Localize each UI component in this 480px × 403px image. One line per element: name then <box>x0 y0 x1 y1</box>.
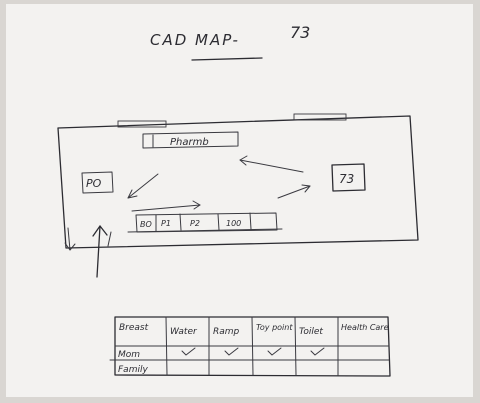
title-underline <box>191 57 263 61</box>
room-73-box <box>331 163 366 192</box>
arrow-along-counter-head <box>192 200 201 210</box>
arrow-exit-down <box>67 227 71 251</box>
counter-cell-1: BO <box>140 220 152 229</box>
map-boundary <box>57 115 419 249</box>
checkmark <box>181 347 196 356</box>
arrow-to-room <box>277 185 311 199</box>
arrow-entry-up-head <box>92 225 108 237</box>
counter-cell-3: P2 <box>190 219 200 228</box>
arrow-to-room-head <box>301 184 311 193</box>
table-header-6: Health Care <box>341 323 389 332</box>
checkmark <box>310 347 325 356</box>
table-row-label-2: Family <box>118 365 148 375</box>
arrow-entry-up <box>96 225 101 278</box>
room-73-label: 73 <box>339 172 354 186</box>
arrow-exit-down-head <box>64 242 76 251</box>
checkmark <box>224 347 239 356</box>
table-checkmarks <box>181 347 325 356</box>
table-header-2: Water <box>170 327 198 337</box>
counter-cell-2: P1 <box>161 219 171 228</box>
counter-cell-4: 100 <box>226 219 241 228</box>
arrow-along-counter <box>131 204 201 212</box>
arrow-entry-tick <box>107 231 112 247</box>
pharmacy-block <box>142 131 239 149</box>
table-header-3: Ramp <box>213 327 240 337</box>
table-border <box>114 316 391 377</box>
arrow-to-po <box>127 173 159 199</box>
po-label: PO <box>86 177 102 190</box>
counter-dividers <box>155 212 252 232</box>
page-title: CAD MAP- <box>150 31 240 49</box>
table-header-5: Toilet <box>299 327 323 337</box>
table-column-lines <box>165 316 339 376</box>
wall-hatch-right <box>293 113 347 121</box>
checkmark <box>267 347 282 356</box>
po-box <box>81 171 114 194</box>
table-header-4: Toy point <box>256 323 293 332</box>
arrow-to-pharmacy-head <box>239 155 248 166</box>
paper-sheet <box>6 4 473 397</box>
table-row-label-1: Mom <box>118 350 140 360</box>
checklist-table: Breast Water Ramp Toy point Toilet Healt… <box>109 316 391 377</box>
counter-row <box>135 212 278 233</box>
arrow-to-pharmacy <box>239 159 304 173</box>
table-header-1: Breast <box>119 323 149 333</box>
flow-arrows <box>64 155 311 278</box>
counter-base-line <box>127 228 283 233</box>
pharmacy-label: Pharmb <box>170 137 209 148</box>
arrow-to-po-head <box>127 189 138 199</box>
page-title-number: 73 <box>290 23 310 42</box>
wall-hatch-left <box>117 120 167 128</box>
